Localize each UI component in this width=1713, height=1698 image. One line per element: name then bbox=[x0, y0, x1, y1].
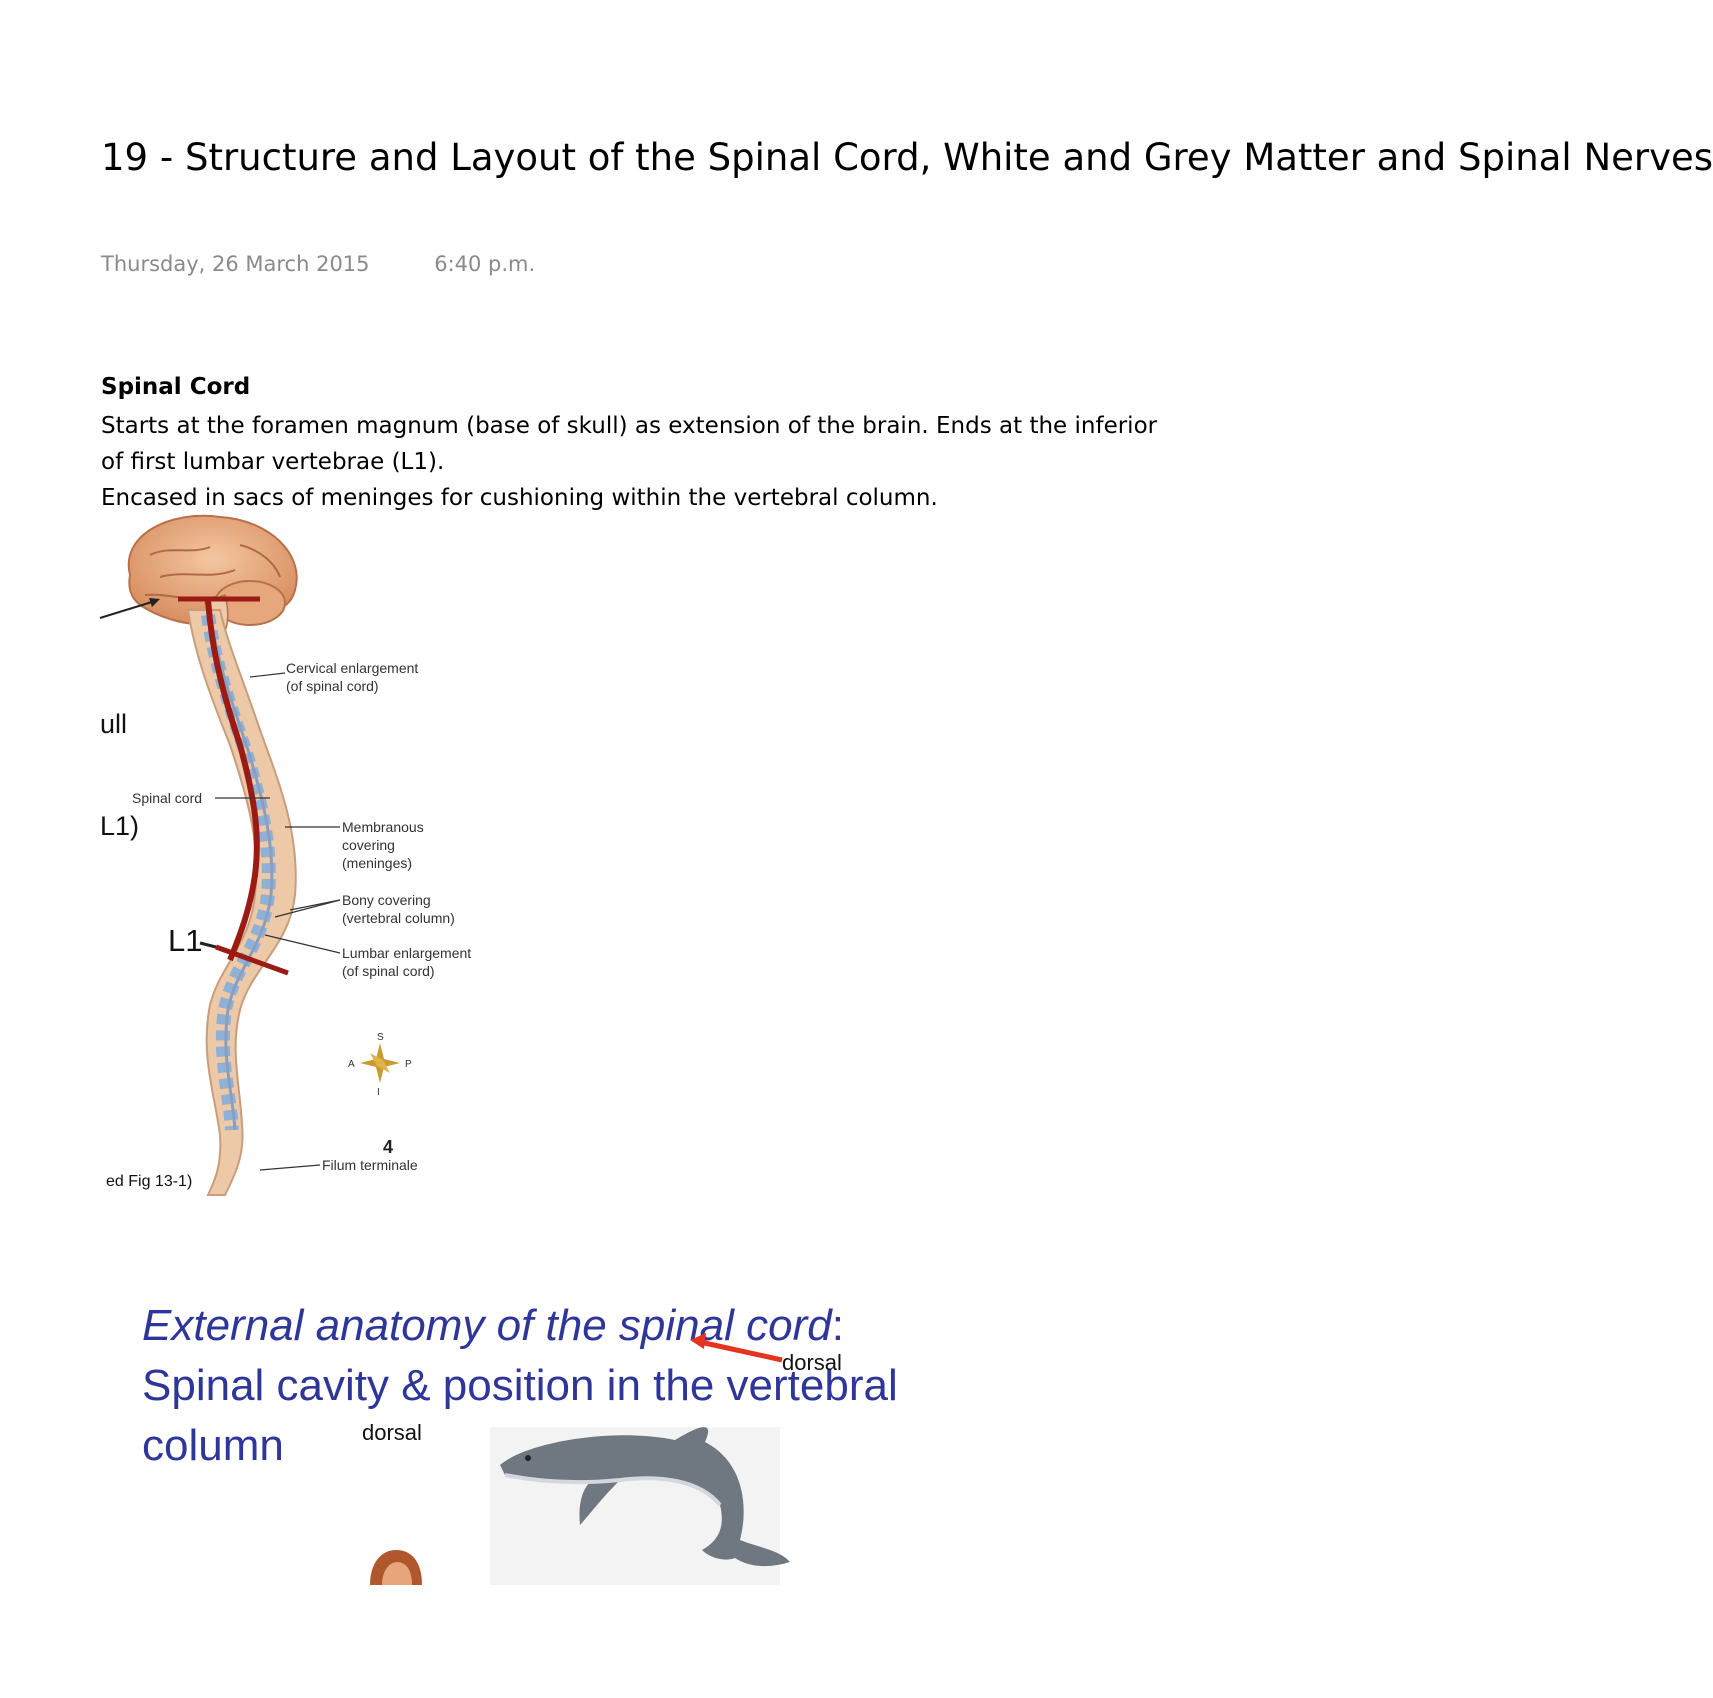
figure-caption: ed Fig 13-1) bbox=[106, 1173, 192, 1190]
section-heading: Spinal Cord bbox=[101, 374, 251, 400]
note-time: 6:40 p.m. bbox=[434, 252, 536, 276]
label-cervical: (of spinal cord) bbox=[286, 678, 379, 694]
label-lumbar: Lumbar enlargement bbox=[342, 945, 471, 961]
foramen-arrow bbox=[99, 598, 160, 619]
human-head-fragment bbox=[370, 1550, 422, 1585]
body-paragraph: Starts at the foramen magnum (base of sk… bbox=[101, 413, 1158, 439]
compass-i: I bbox=[377, 1087, 380, 1098]
vertebral-column bbox=[186, 609, 297, 1196]
figure-number: 4 bbox=[383, 1137, 393, 1157]
label-membranous: covering bbox=[342, 837, 395, 853]
external-anatomy-figure: External anatomy of the spinal cord: Spi… bbox=[142, 1301, 898, 1585]
dolphin-photo bbox=[490, 1427, 790, 1585]
slide-heading-line2: Spinal cavity & position in the vertebra… bbox=[142, 1361, 898, 1410]
slide-heading-colon: : bbox=[832, 1301, 844, 1350]
spinal-cord-line bbox=[205, 599, 260, 962]
left-fragment-text: ull bbox=[100, 709, 127, 739]
page-title-text: 19 - Structure and Layout of the Spinal … bbox=[101, 136, 1713, 179]
compass-p: P bbox=[405, 1059, 412, 1070]
label-spinal-cord: Spinal cord bbox=[132, 790, 202, 806]
l1-label: L1 bbox=[168, 923, 202, 958]
body-paragraph: Encased in sacs of meninges for cushioni… bbox=[101, 485, 938, 511]
compass-rose-icon bbox=[360, 1043, 400, 1083]
compass-a: A bbox=[348, 1059, 355, 1070]
note-meta: Thursday, 26 March 2015 6:40 p.m. bbox=[101, 252, 535, 276]
label-membranous: (meninges) bbox=[342, 855, 412, 871]
left-fragment-text: L1) bbox=[100, 811, 139, 841]
label-bony: Bony covering bbox=[342, 892, 431, 908]
slide-heading-line3: column bbox=[142, 1421, 284, 1470]
section-body: Starts at the foramen magnum (base of sk… bbox=[101, 408, 1200, 516]
label-cervical: Cervical enlargement bbox=[286, 660, 418, 676]
l1-marker-line bbox=[215, 944, 289, 976]
slide-heading-italic: External anatomy of the spinal cord bbox=[142, 1301, 833, 1350]
spinal-cord-figure: ull L1) L1 Cervical enlargement (of spin… bbox=[99, 514, 471, 1196]
body-paragraph: of first lumbar vertebrae (L1). bbox=[101, 449, 445, 475]
dolphin-dorsal-label: dorsal bbox=[782, 1350, 842, 1375]
label-membranous: Membranous bbox=[342, 819, 424, 835]
dorsal-arrow bbox=[690, 1333, 783, 1363]
label-filum: Filum terminale bbox=[322, 1157, 418, 1173]
page-title: 19 - Structure and Layout of the Spinal … bbox=[101, 130, 1713, 186]
note-date: Thursday, 26 March 2015 bbox=[101, 252, 370, 276]
label-bony: (vertebral column) bbox=[342, 910, 455, 926]
human-dorsal-label: dorsal bbox=[362, 1420, 422, 1445]
compass-s: S bbox=[377, 1032, 384, 1043]
leader-lines bbox=[215, 672, 341, 1171]
slide-heading: External anatomy of the spinal cord: bbox=[142, 1301, 844, 1350]
label-lumbar: (of spinal cord) bbox=[342, 963, 435, 979]
